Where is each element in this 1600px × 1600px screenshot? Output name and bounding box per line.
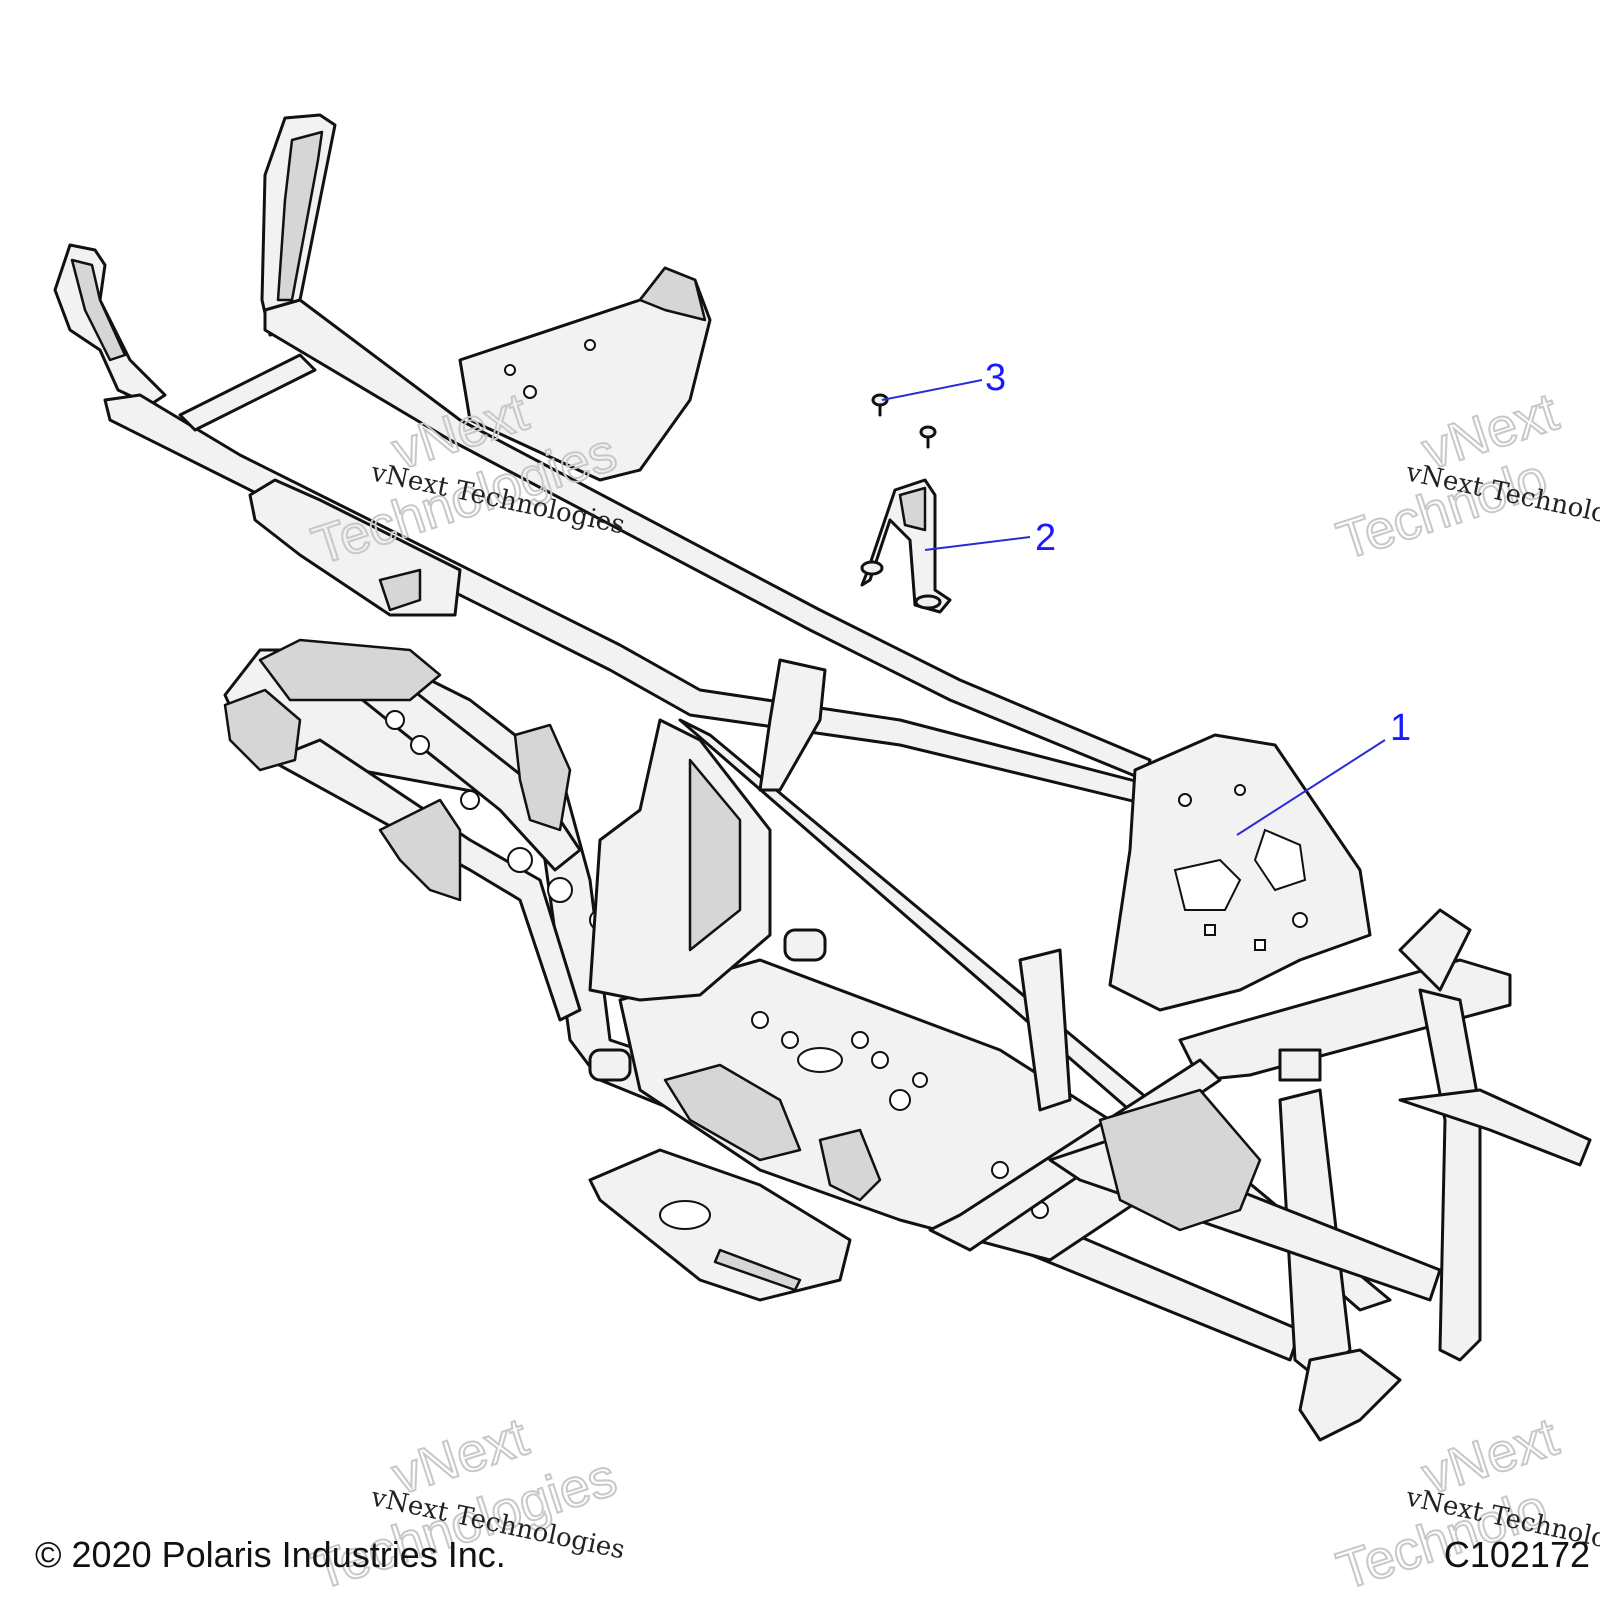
watermark-top-right: vNext Technolo vNext Technolo [1329, 381, 1600, 573]
figure-id: C102172 [1444, 1534, 1590, 1575]
chassis-brackets [223, 638, 882, 1202]
bolt-icon [919, 425, 937, 449]
part-3-bolts [871, 393, 937, 449]
bolt-icon [871, 393, 889, 417]
rear-pillars [588, 658, 827, 1082]
callout-leaders [881, 379, 1386, 836]
callout-1-number: 1 [1390, 707, 1411, 749]
part-1-plate [1108, 733, 1372, 1012]
rear-panel-plate [458, 266, 712, 482]
rear-cage-tabs [53, 113, 337, 407]
callout-3-number: 3 [985, 357, 1006, 399]
callout-2-number: 2 [1035, 517, 1056, 559]
front-structure [928, 908, 1592, 1442]
part-2-bracket [860, 478, 952, 614]
skid-plate [588, 1148, 852, 1302]
rear-bracket [248, 478, 462, 617]
copyright-text: © 2020 Polaris Industries Inc. [35, 1534, 506, 1575]
